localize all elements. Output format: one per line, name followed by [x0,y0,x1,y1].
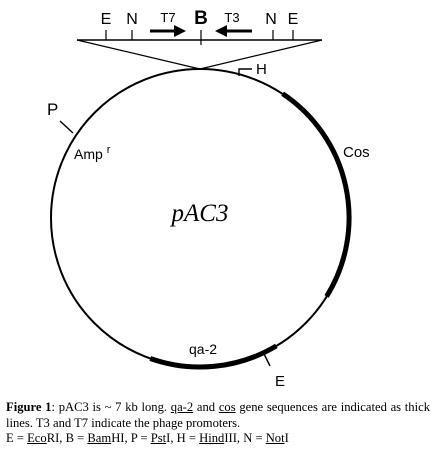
caption-p-def-post: I, [166,431,177,445]
caption-e-def-post: RI, [46,431,66,445]
site-label-p: P [47,100,58,119]
caption-text-3: gene sequences are indicated as thick li… [6,400,430,430]
promoter-label-t3: T3 [224,10,239,25]
site-label-b: B [194,8,208,29]
plasmid-name: pAC3 [170,200,229,227]
insert-cone-right [199,39,323,70]
caption-n-def-underlined: Not [265,431,285,445]
t3-arrow-icon [215,25,252,37]
caption-cos-term: cos [218,400,236,414]
h-site-marker [238,68,252,76]
site-label-n-right: N [265,11,277,28]
site-label-h: H [256,61,267,78]
site-label-e-right: E [288,11,299,28]
promoter-label-t7: T7 [160,10,175,25]
caption-h-def-underlined: Hind [199,431,225,445]
caption-h-def-pre: H = [176,431,200,445]
caption-text-2: and [193,400,219,414]
caption-h-def-post: III, [224,431,244,445]
caption-b-def-pre: B = [65,431,88,445]
figure-caption: Figure 1: pAC3 is ~ 7 kb long. qa-2 and … [6,400,430,447]
caption-b-def-post: HI, [111,431,131,445]
caption-n-def-post: I [284,431,289,445]
cos-region-thick-line [281,91,352,298]
t7-arrow-icon [150,25,186,37]
caption-b-def-underlined: Bam [87,431,112,445]
figure-label: Figure 1 [6,400,52,414]
insert-cone-left [76,39,201,70]
qa2-label: qa-2 [189,341,217,357]
amp-superscript: r [107,144,111,156]
amp-label-text: Amp [74,146,103,162]
site-label-n-left: N [126,11,138,28]
caption-p-def-underlined: Pst [150,431,167,445]
e-site-tick [262,351,271,367]
caption-e-def-underlined: Eco [27,431,47,445]
caption-qa2-term: qa-2 [170,400,194,414]
caption-n-def-pre: N = [243,431,266,445]
p-site-tick [59,120,74,134]
caption-e-def-pre: E = [6,431,28,445]
caption-text-1: : pAC3 is ~ 7 kb long. [51,400,171,414]
caption-p-def-pre: P = [130,431,151,445]
site-label-e-left: E [101,11,112,28]
site-label-e-bottom: E [275,373,285,390]
cos-label: Cos [343,144,370,161]
